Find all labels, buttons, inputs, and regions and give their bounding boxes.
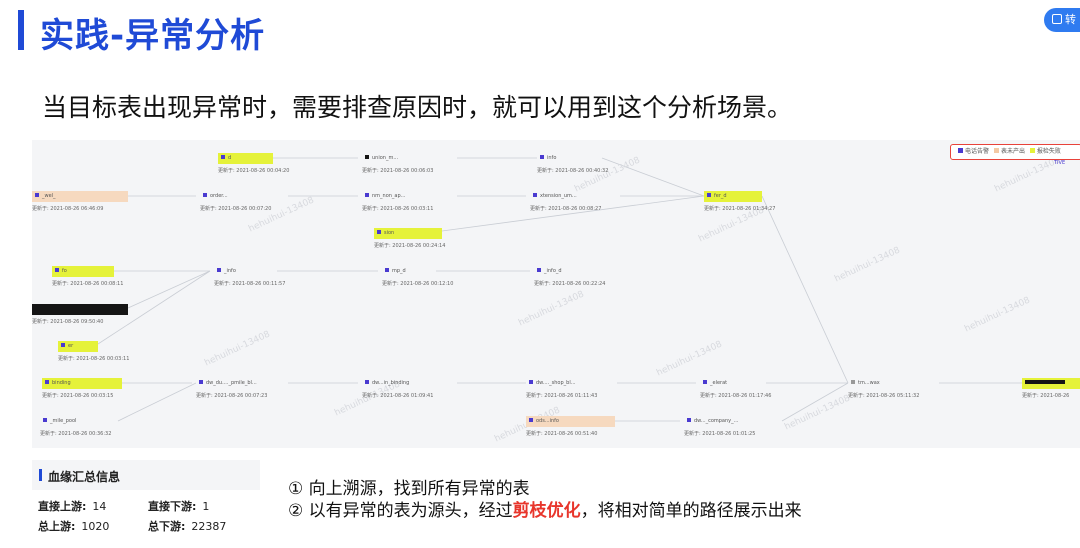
summary-header: 血缘汇总信息 (32, 460, 260, 490)
total-upstream-stat: 总上游:1020 (38, 520, 110, 533)
graph-legend: 电话告警 表未产出 报检失败 (950, 144, 1080, 160)
title-accent-bar (18, 10, 24, 50)
graph-edges (97, 157, 1022, 422)
graph-node[interactable]: dw...._shop_bl...更新于: 2021-08-26 01:11:4… (526, 380, 598, 399)
convert-button[interactable]: 转 (1044, 8, 1080, 32)
note-highlight: 剪枝优化 (512, 501, 581, 521)
total-downstream-stat: 总下游:22387 (148, 520, 227, 533)
note-line-1: ① 向上溯源，找到所有异常的表 (288, 479, 530, 499)
convert-button-label: 转 (1065, 13, 1076, 26)
graph-node[interactable]: xtension_um...更新于: 2021-08-26 00:08:27 (530, 193, 602, 212)
notes: ① 向上溯源，找到所有异常的表 ② 以有异常的表为源头，经过剪枝优化，将相对简单… (288, 478, 802, 522)
graph-node[interactable]: _wel_更新于: 2021-08-26 06:46:09 (32, 191, 128, 212)
legend-dot-icon (958, 148, 963, 153)
graph-node[interactable]: dw..._company_...更新于: 2021-08-26 01:01:2… (684, 418, 756, 437)
page-subtitle: 当目标表出现异常时，需要排查原因时，就可以用到这个分析场景。 (42, 93, 793, 122)
legend-item-not-produced: 表未产出 (1000, 148, 1025, 155)
legend-dot-icon (993, 148, 999, 153)
direct-downstream-stat: 直接下游:1 (148, 500, 210, 513)
page-title: 实践-异常分析 (40, 16, 266, 56)
graph-node[interactable]: union_m...更新于: 2021-08-26 00:06:03 (362, 155, 434, 174)
summary-accent-bar (39, 469, 42, 481)
legend-dot-icon (1029, 148, 1035, 153)
graph-node[interactable]: order...更新于: 2021-08-26 00:07:20 (200, 193, 272, 212)
graph-node[interactable]: 更新于: 2021-08-26 (1022, 378, 1080, 399)
direct-upstream-stat: 直接上游:14 (38, 500, 107, 513)
summary-title: 血缘汇总信息 (48, 470, 121, 484)
legend-item-phone-alert: 电话告警 (965, 148, 990, 155)
legend-extra: TIVE (1054, 160, 1066, 166)
convert-icon (1052, 14, 1062, 24)
legend-item-check-failed: 报检失败 (1036, 148, 1061, 155)
lineage-summary-panel: 血缘汇总信息 直接上游:14 直接下游:1 总上游:1020 总下游:22387 (32, 460, 260, 548)
graph-node[interactable]: nm_non_ap...更新于: 2021-08-26 00:03:11 (362, 193, 434, 212)
graph-node[interactable]: 更新于: 2021-08-26 09:50:40 (32, 304, 128, 325)
lineage-graph[interactable]: hehuihui-13408 hehuihui-13408 hehuihui-1… (32, 140, 1080, 448)
note-line-2: ② 以有异常的表为源头，经过剪枝优化，将相对简单的路径展示出来 (288, 501, 802, 521)
graph-node[interactable]: dw_du...._pmile_bl...更新于: 2021-08-26 00:… (196, 380, 268, 399)
